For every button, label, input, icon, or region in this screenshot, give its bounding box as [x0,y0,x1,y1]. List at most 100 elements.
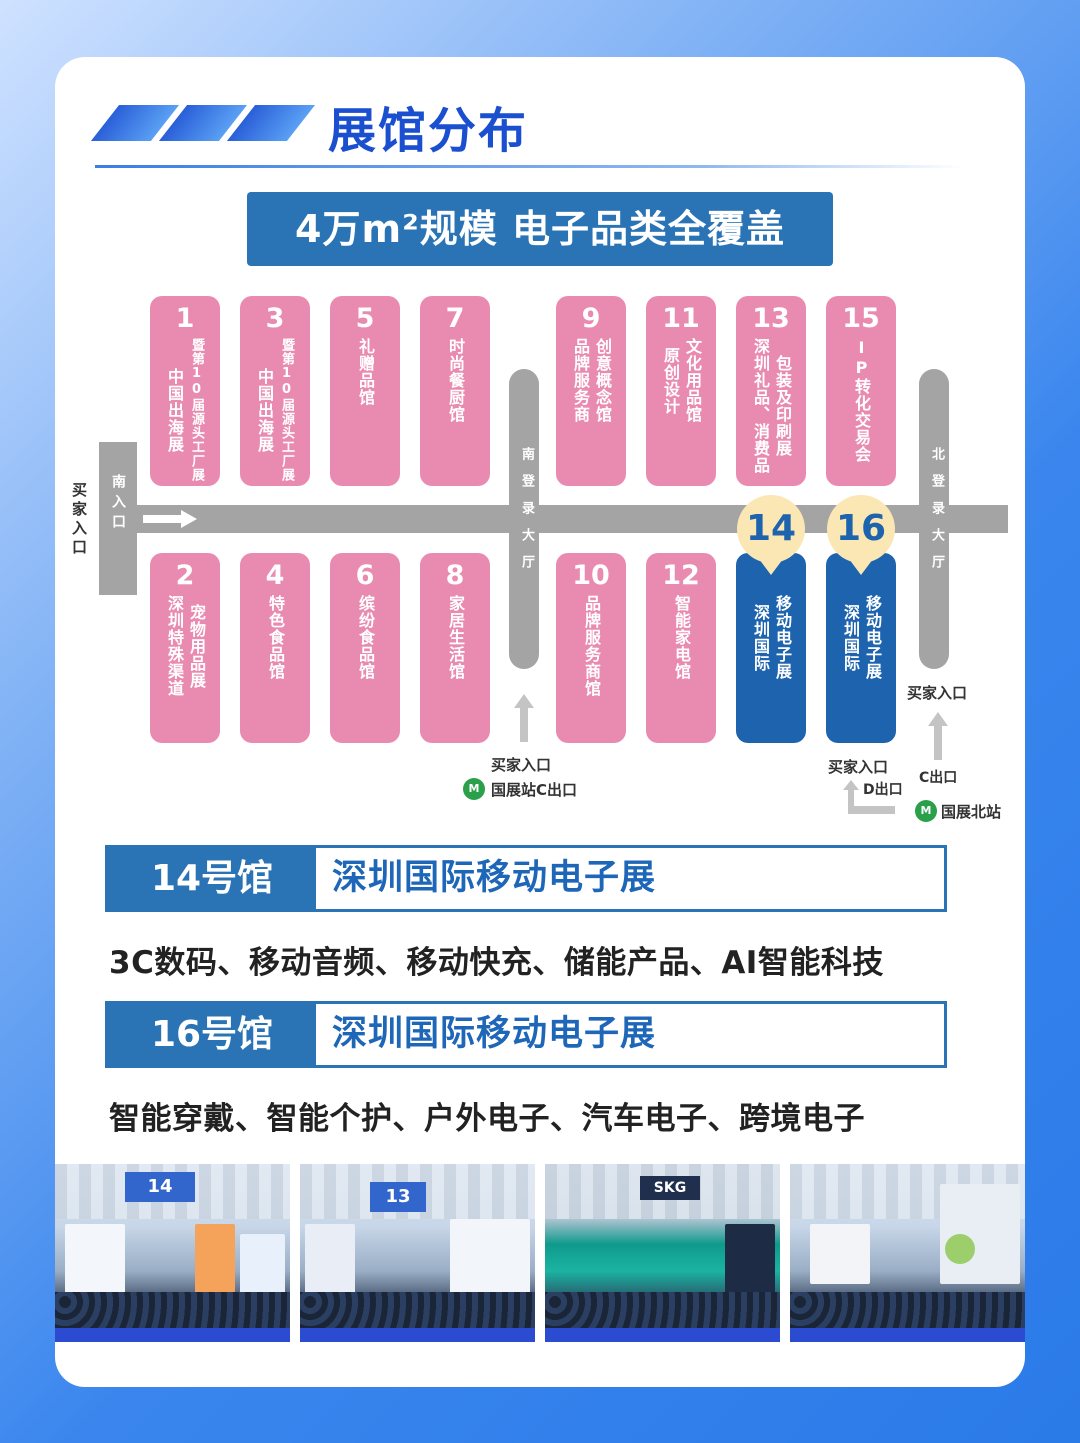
exhibition-photo-3: SKG [545,1164,780,1342]
hall-name-column: 特色食品馆 [266,595,285,680]
south-lobby-label: 南登录大厅 [519,447,534,582]
hall-name-column: 移动电子展 [863,595,882,680]
hall-10: 10 品牌服务商馆 [556,553,626,743]
hall-16: 16移动电子展深圳国际 [826,553,896,743]
hall-name-columns: 智能家电馆 [646,595,716,680]
hall-number: 5 [355,303,375,334]
hall-14: 14移动电子展深圳国际 [736,553,806,743]
hall-8: 8 家居生活馆 [420,553,490,743]
north-lobby [919,369,949,669]
hall-name-columns: 宠物用品展深圳特殊渠道 [150,595,220,697]
hall-16-box: 16号馆 深圳国际移动电子展 [105,1001,947,1068]
hall-name-columns: 移动电子展深圳国际 [826,595,896,680]
hall-3: 3 暨第10届源头工厂展中国出海展 [240,296,310,486]
hall-number: 10 [572,560,610,591]
hall-number: 1 [175,303,195,334]
hall-name-column: 深圳国际 [751,603,770,672]
hall-number: 9 [581,303,601,334]
hall-name-columns: 创意概念馆品牌服务商 [556,338,626,423]
hall-name-columns: 特色食品馆 [240,595,310,680]
hall-16-pin: 16 [827,495,895,575]
hall-name-column: 品牌服务商 [571,338,590,423]
scale-banner: 4万m²规模 电子品类全覆盖 [247,192,833,266]
metro-icon: M [463,778,485,800]
hall-9: 9 创意概念馆品牌服务商 [556,296,626,486]
hall-name-columns: 缤纷食品馆 [330,595,400,680]
hall-name-column: 暨第10届源头工厂展 [189,338,204,482]
hall-name-column: 深圳特殊渠道 [165,595,184,697]
hall-name-columns: 礼赠品馆 [330,338,400,406]
hall-name-columns: 品牌服务商馆 [556,595,626,697]
hall-1: 1 暨第10届源头工厂展中国出海展 [150,296,220,486]
hall-name-columns: IP转化交易会 [826,338,896,463]
hall-name-column: 缤纷食品馆 [356,595,375,680]
c-exit-label: C出口 [919,770,958,786]
hall-name-column: IP转化交易会 [852,338,871,463]
hall-14-pin: 14 [737,495,805,575]
south-buyer-entrance-label: 买家入口 [491,756,552,774]
hall-name-column: 品牌服务商馆 [582,595,601,697]
hall-5: 5 礼赠品馆 [330,296,400,486]
hall-name-column: 宠物用品展 [187,603,206,689]
photo-strip: 14 13 SKG [55,1164,1025,1342]
hall-13: 13 包装及印刷展深圳礼品、消费品 [736,296,806,486]
hall-11: 11 文化用品馆原创设计 [646,296,716,486]
hall-name-columns: 包装及印刷展深圳礼品、消费品 [736,338,806,474]
north-lobby-label: 北登录大厅 [929,447,944,582]
hall-name-column: 家居生活馆 [446,595,465,680]
hall-name-column: 文化用品馆 [683,338,702,423]
page-title: 展馆分布 [328,103,529,159]
exhibition-photo-2: 13 [300,1164,535,1342]
hall-4: 4 特色食品馆 [240,553,310,743]
hall-name-column: 包装及印刷展 [773,355,792,457]
hall-14-name: 深圳国际移动电子展 [332,858,657,898]
hall-number: 11 [662,303,700,334]
north-d-buyer-entrance-label: 买家入口 [828,758,889,776]
hall-name-column: 深圳礼品、消费品 [751,338,770,474]
hall-name-column: 暨第10届源头工厂展 [279,338,294,482]
exhibition-photo-4 [790,1164,1025,1342]
hall-name-column: 中国出海展 [165,367,184,453]
hall-number: 4 [265,560,285,591]
direction-arrow-icon [143,510,197,528]
hall-name-column: 创意概念馆 [593,338,612,423]
hall-name-column: 智能家电馆 [672,595,691,680]
main-card: 展馆分布 4万m²规模 电子品类全覆盖 买家入口 南入口 南登录大厅 北登录大厅… [55,57,1025,1387]
metro-north-station-label: 国展北站 [941,803,1002,821]
hall-name-column: 原创设计 [661,346,680,415]
hall-16-categories: 智能穿戴、智能个护、户外电子、汽车电子、跨境电子 [109,1101,865,1137]
hall-14-tag: 14号馆 [108,848,316,909]
buyer-entrance-label: 买家入口 [70,482,88,558]
hall-number: 6 [355,560,375,591]
hall-name-column: 深圳国际 [841,603,860,672]
hall-name-columns: 暨第10届源头工厂展中国出海展 [150,338,220,482]
d-exit-label: D出口 [863,782,903,798]
hall-7: 7 时尚餐厨馆 [420,296,490,486]
hall-16-tag: 16号馆 [108,1004,316,1065]
metro-north-icon: M [915,800,937,822]
hall-number: 2 [175,560,195,591]
hall-6: 6 缤纷食品馆 [330,553,400,743]
hall-name-columns: 移动电子展深圳国际 [736,595,806,680]
hall-16-name: 深圳国际移动电子展 [332,1014,657,1054]
hall-name-column: 中国出海展 [255,367,274,453]
title-stripes-decoration [90,105,316,141]
hall-number: 7 [445,303,465,334]
metro-station-c-exit-label: 国展站C出口 [491,781,578,799]
hall-name-column: 移动电子展 [773,595,792,680]
title-underline [95,165,965,168]
hall-name-columns: 时尚餐厨馆 [420,338,490,423]
hall-14-box: 14号馆 深圳国际移动电子展 [105,845,947,912]
south-lobby [509,369,539,669]
hall-name-column: 礼赠品馆 [356,338,375,406]
hall-name-columns: 家居生活馆 [420,595,490,680]
hall-name-columns: 暨第10届源头工厂展中国出海展 [240,338,310,482]
hall-number: 13 [752,303,790,334]
hall-number: 3 [265,303,285,334]
up-arrow-icon [514,694,534,742]
hall-number: 8 [445,560,465,591]
exhibition-photo-1: 14 [55,1164,290,1342]
